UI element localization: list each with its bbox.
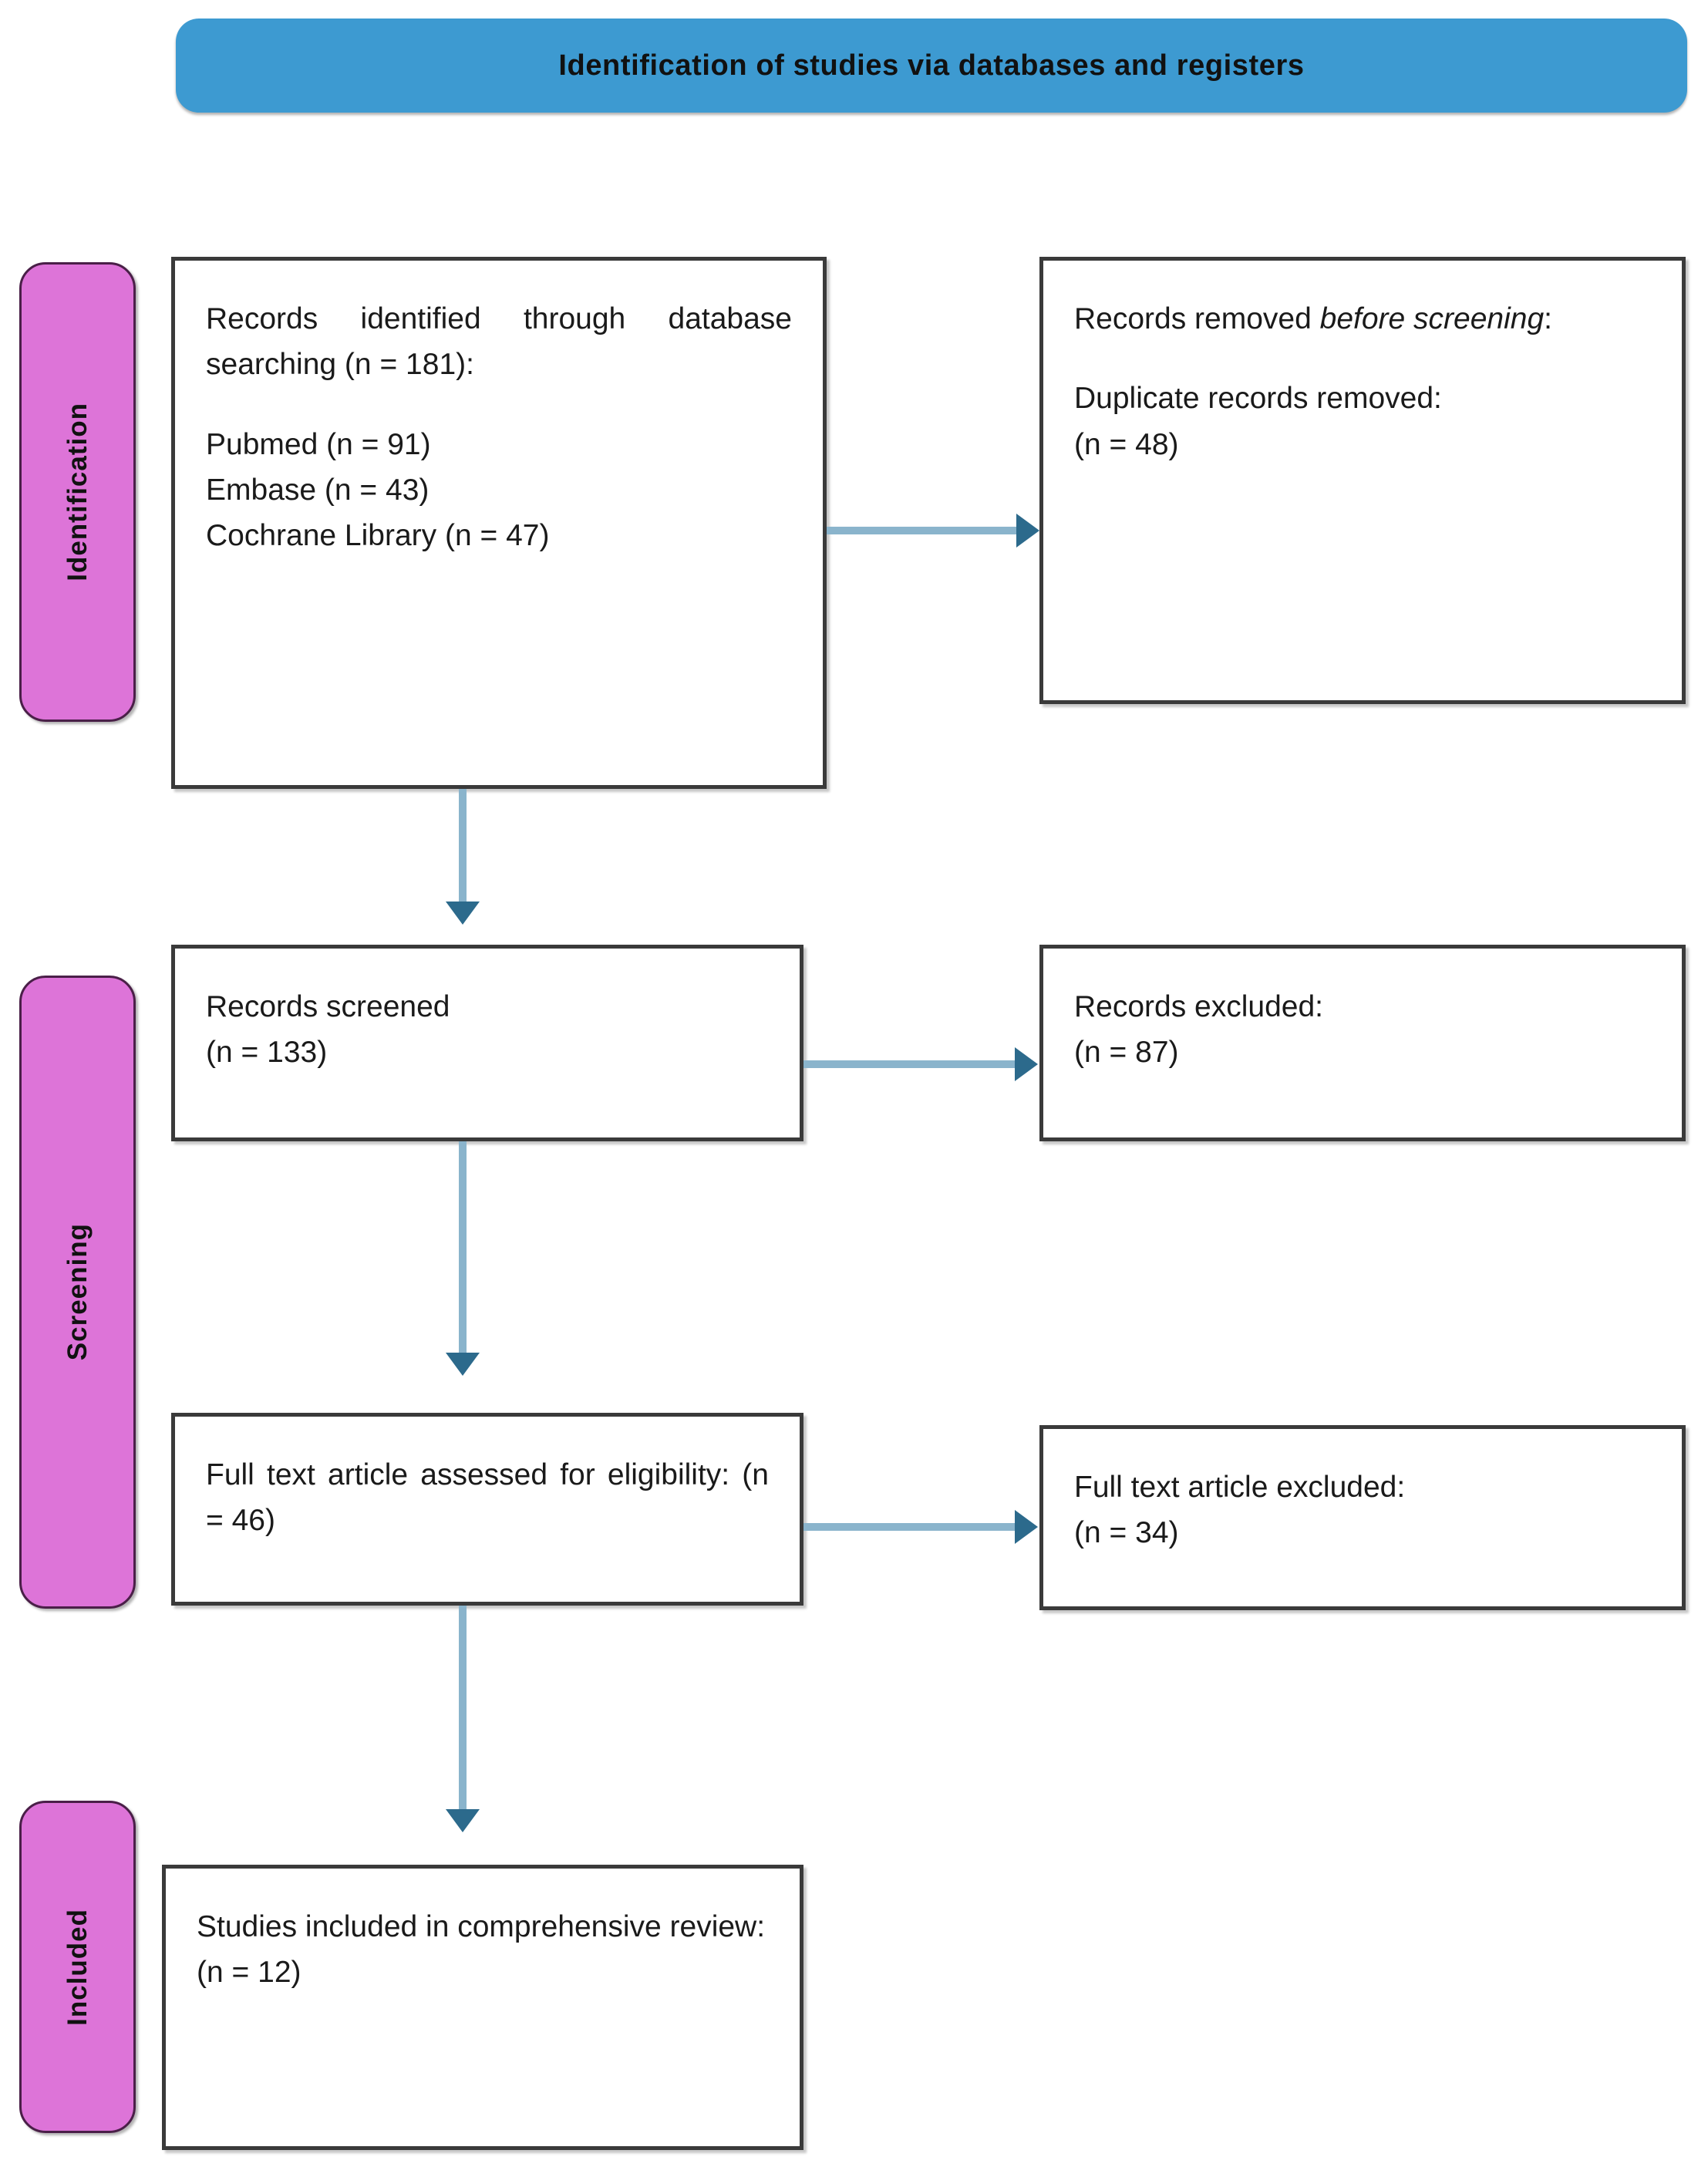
fulltext-assessed-text: Full text article assessed for eligibili… [206, 1458, 769, 1538]
duplicate-records-removed-count: (n = 48) [1074, 427, 1179, 461]
arrow-fulltext-to-included [446, 1606, 480, 1832]
stage-label-identification-text: Identification [62, 403, 93, 581]
stage-label-identification: Identification [19, 262, 136, 722]
arrow-screened-to-fulltext [446, 1141, 480, 1376]
records-screened-label: Records screened [206, 990, 450, 1023]
box-fulltext-excluded: Full text article excluded: (n = 34) [1039, 1425, 1686, 1610]
records-removed-line1-italic: before screening [1319, 302, 1545, 335]
fulltext-excluded-count: (n = 34) [1074, 1516, 1179, 1550]
studies-included-count: (n = 12) [197, 1956, 302, 1990]
arrow-head-right-icon [1015, 1047, 1038, 1081]
records-removed-line1: Records removed before screening: [1074, 296, 1651, 342]
records-identified-source-cochrane: Cochrane Library (n = 47) [206, 519, 550, 553]
arrow-head-down-icon [446, 1809, 480, 1832]
records-removed-line1-plain: Records removed [1074, 302, 1320, 335]
duplicate-records-removed-label: Duplicate records removed: [1074, 382, 1442, 416]
records-excluded-label: Records excluded: [1074, 990, 1324, 1023]
box-records-removed-before-screening: Records removed before screening: Duplic… [1039, 257, 1686, 704]
box-fulltext-assessed: Full text article assessed for eligibili… [171, 1413, 803, 1606]
arrow-fulltext-to-excluded [803, 1510, 1038, 1544]
box-studies-included: Studies included in comprehensive review… [162, 1865, 803, 2150]
arrow-identified-to-screened [446, 789, 480, 925]
studies-included-label: Studies included in comprehensive review… [197, 1910, 766, 1943]
arrow-screened-to-excluded [803, 1047, 1038, 1081]
records-identified-line1: Records identified through database sear… [206, 302, 792, 382]
page-title: Identification of studies via databases … [558, 49, 1305, 82]
arrow-head-right-icon [1016, 514, 1039, 548]
box-records-identified: Records identified through database sear… [171, 257, 827, 789]
arrow-head-down-icon [446, 1353, 480, 1376]
box-records-screened: Records screened (n = 133) [171, 945, 803, 1141]
stage-label-included-text: Included [62, 1908, 93, 2026]
fulltext-excluded-label: Full text article excluded: [1074, 1471, 1406, 1504]
diagram-header-banner: Identification of studies via databases … [176, 19, 1687, 113]
records-removed-line1-tail: : [1544, 302, 1553, 335]
arrow-head-down-icon [446, 902, 480, 925]
box-records-excluded: Records excluded: (n = 87) [1039, 945, 1686, 1141]
arrow-head-right-icon [1015, 1510, 1038, 1544]
records-identified-source-embase: Embase (n = 43) [206, 473, 430, 507]
arrow-identified-to-removed [827, 514, 1039, 548]
records-screened-count: (n = 133) [206, 1036, 328, 1070]
stage-label-screening: Screening [19, 976, 136, 1609]
stage-label-screening-text: Screening [62, 1223, 93, 1361]
records-removed-spacer [1074, 342, 1651, 376]
stage-label-included: Included [19, 1801, 136, 2133]
records-excluded-count: (n = 87) [1074, 1036, 1179, 1070]
records-identified-source-pubmed: Pubmed (n = 91) [206, 427, 431, 461]
records-identified-spacer [206, 388, 792, 422]
